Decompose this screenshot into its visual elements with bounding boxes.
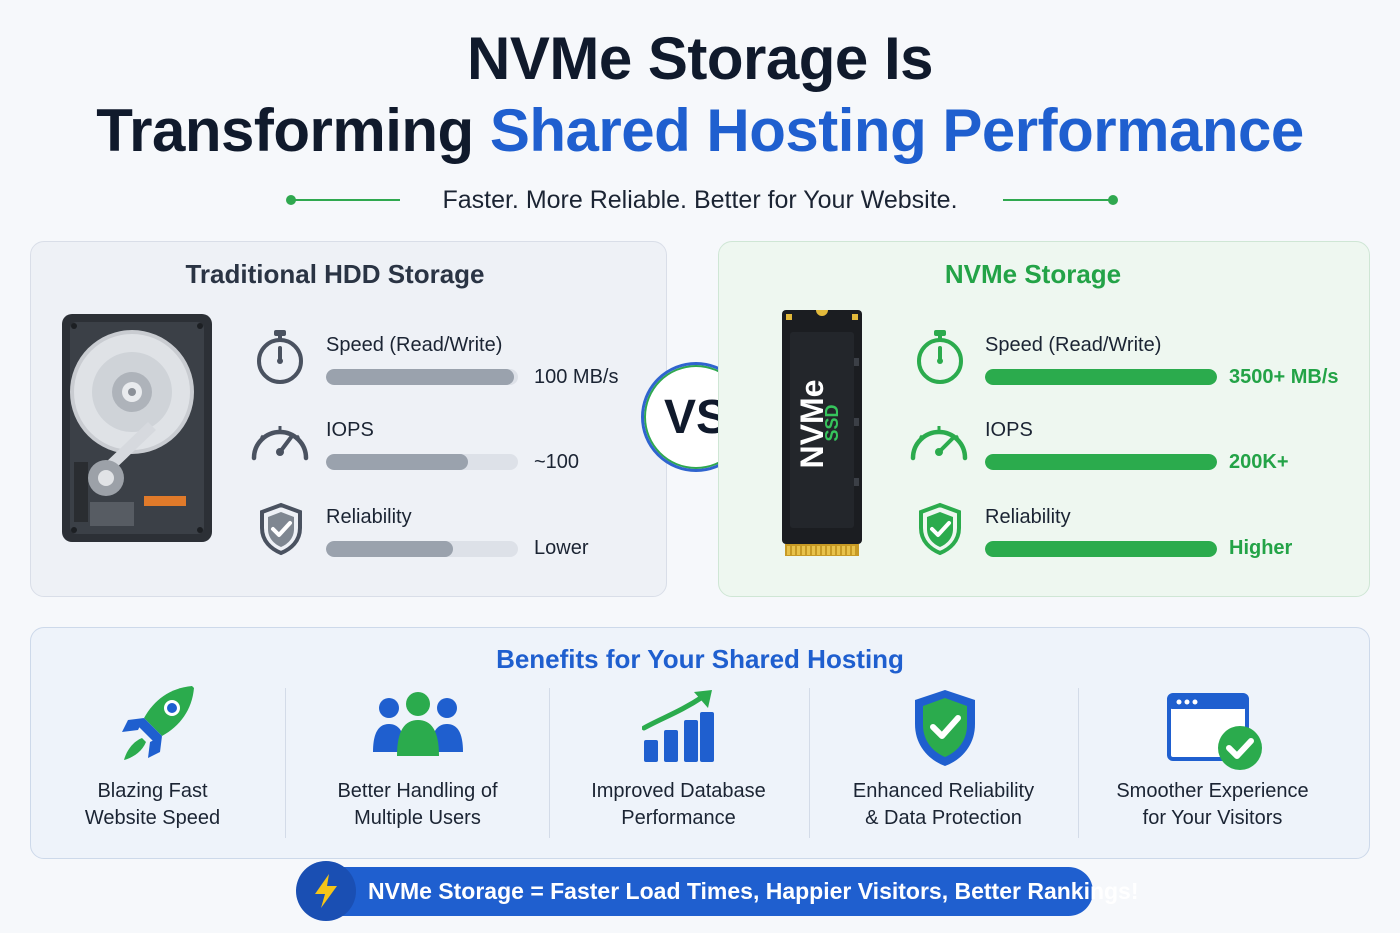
shield-check-icon bbox=[919, 502, 961, 556]
page-title-line2: Transforming Shared Hosting Performance bbox=[0, 96, 1400, 166]
subtitle-line-left bbox=[292, 199, 400, 201]
gauge-icon bbox=[910, 426, 968, 461]
hdd-metric-value: ~100 bbox=[534, 451, 580, 473]
nvme-bar-fill bbox=[985, 541, 1217, 557]
benefit-label: Enhanced Reliability & Data Protection bbox=[831, 778, 1056, 832]
rocket-icon bbox=[122, 686, 194, 760]
hdd-metric-value: Lower bbox=[534, 537, 589, 559]
benefit-label: Blazing Fast Website Speed bbox=[40, 778, 265, 832]
subtitle-dot-left bbox=[286, 195, 296, 205]
subtitle-dot-right bbox=[1108, 195, 1118, 205]
growth-chart-icon bbox=[642, 690, 714, 762]
nvme-metric-value: Higher bbox=[1229, 537, 1293, 559]
hdd-metric-label: IOPS bbox=[326, 419, 374, 441]
hdd-metric-label: Reliability bbox=[326, 506, 412, 528]
nvme-bar-fill bbox=[985, 369, 1217, 385]
benefit-label-line1: Better Handling of bbox=[337, 780, 498, 802]
nvme-card-title: NVMe Storage bbox=[944, 259, 1122, 289]
benefit-label-line1: Smoother Experience bbox=[1116, 780, 1309, 802]
stopwatch-icon bbox=[257, 330, 303, 384]
nvme-metric-label: IOPS bbox=[985, 419, 1033, 441]
benefit-label-line2: Multiple Users bbox=[354, 807, 481, 829]
hdd-bar-fill bbox=[326, 454, 469, 470]
benefit-label: Smoother Experience for Your Visitors bbox=[1100, 778, 1325, 832]
shield-check-icon bbox=[915, 690, 975, 766]
benefit-divider bbox=[1078, 688, 1079, 838]
benefit-label-line1: Improved Database bbox=[591, 780, 766, 802]
benefit-divider bbox=[809, 688, 810, 838]
subtitle-row: Faster. More Reliable. Better for Your W… bbox=[0, 182, 1400, 218]
hdd-bar-track bbox=[326, 454, 518, 470]
nvme-chip-graphic bbox=[782, 310, 862, 556]
benefit-label-line2: Website Speed bbox=[84, 807, 221, 829]
hard-drive-icon bbox=[62, 314, 212, 542]
page-title-line1: NVMe Storage Is bbox=[467, 25, 933, 92]
benefit-label-line1: Enhanced Reliability bbox=[852, 780, 1035, 802]
title-accent: Shared Hosting Performance bbox=[489, 97, 1304, 164]
hdd-bar-track bbox=[326, 369, 518, 385]
benefit-item: Improved Database Performance bbox=[566, 680, 791, 850]
hdd-bar-track bbox=[326, 541, 518, 557]
footer-tagline-pill: NVMe Storage = Faster Load Times, Happie… bbox=[296, 861, 1139, 921]
hdd-metric-value: 100 MB/s bbox=[534, 366, 619, 388]
nvme-bar-track bbox=[985, 454, 1217, 470]
nvme-metric-label: Reliability bbox=[985, 506, 1071, 528]
benefit-item: Better Handling of Multiple Users bbox=[305, 680, 530, 850]
benefit-item: Enhanced Reliability & Data Protection bbox=[831, 680, 1056, 850]
users-icon bbox=[373, 692, 463, 756]
nvme-metric-value: 200K+ bbox=[1229, 451, 1289, 473]
benefit-label-line2: Performance bbox=[621, 807, 736, 829]
footer-tagline: NVMe Storage = Faster Load Times, Happie… bbox=[368, 878, 1139, 904]
gauge-icon bbox=[251, 426, 309, 461]
benefit-divider bbox=[285, 688, 286, 838]
browser-check-icon bbox=[1167, 693, 1262, 770]
lightning-badge bbox=[296, 861, 356, 921]
benefit-item: Smoother Experience for Your Visitors bbox=[1100, 680, 1325, 850]
benefit-label-line1: Blazing Fast bbox=[97, 780, 208, 802]
benefits-title: Benefits for Your Shared Hosting bbox=[496, 644, 904, 674]
nvme-metric-label: Speed (Read/Write) bbox=[985, 334, 1162, 356]
benefit-label-line2: & Data Protection bbox=[865, 807, 1022, 829]
hdd-bar-fill bbox=[326, 369, 515, 385]
benefit-divider bbox=[549, 688, 550, 838]
benefit-label: Improved Database Performance bbox=[566, 778, 791, 832]
hdd-metric-label: Speed (Read/Write) bbox=[326, 334, 503, 356]
hdd-bar-fill bbox=[326, 541, 453, 557]
hdd-card-title: Traditional HDD Storage bbox=[185, 259, 485, 289]
nvme-bar-track bbox=[985, 369, 1217, 385]
subtitle: Faster. More Reliable. Better for Your W… bbox=[442, 186, 958, 214]
nvme-ssd-icon: NVMe SSD bbox=[780, 308, 864, 558]
lightning-icon bbox=[315, 874, 337, 908]
nvme-metric-value: 3500+ MB/s bbox=[1229, 366, 1339, 388]
benefit-label-line2: for Your Visitors bbox=[1142, 807, 1283, 829]
title-plain: Transforming bbox=[96, 97, 474, 164]
benefit-label: Better Handling of Multiple Users bbox=[305, 778, 530, 832]
benefit-item: Blazing Fast Website Speed bbox=[40, 680, 265, 850]
stopwatch-icon bbox=[917, 330, 963, 384]
shield-check-icon bbox=[260, 502, 302, 556]
nvme-chip-sublabel: SSD bbox=[822, 404, 842, 442]
nvme-bar-track bbox=[985, 541, 1217, 557]
subtitle-line-right bbox=[1003, 199, 1111, 201]
nvme-bar-fill bbox=[985, 454, 1217, 470]
